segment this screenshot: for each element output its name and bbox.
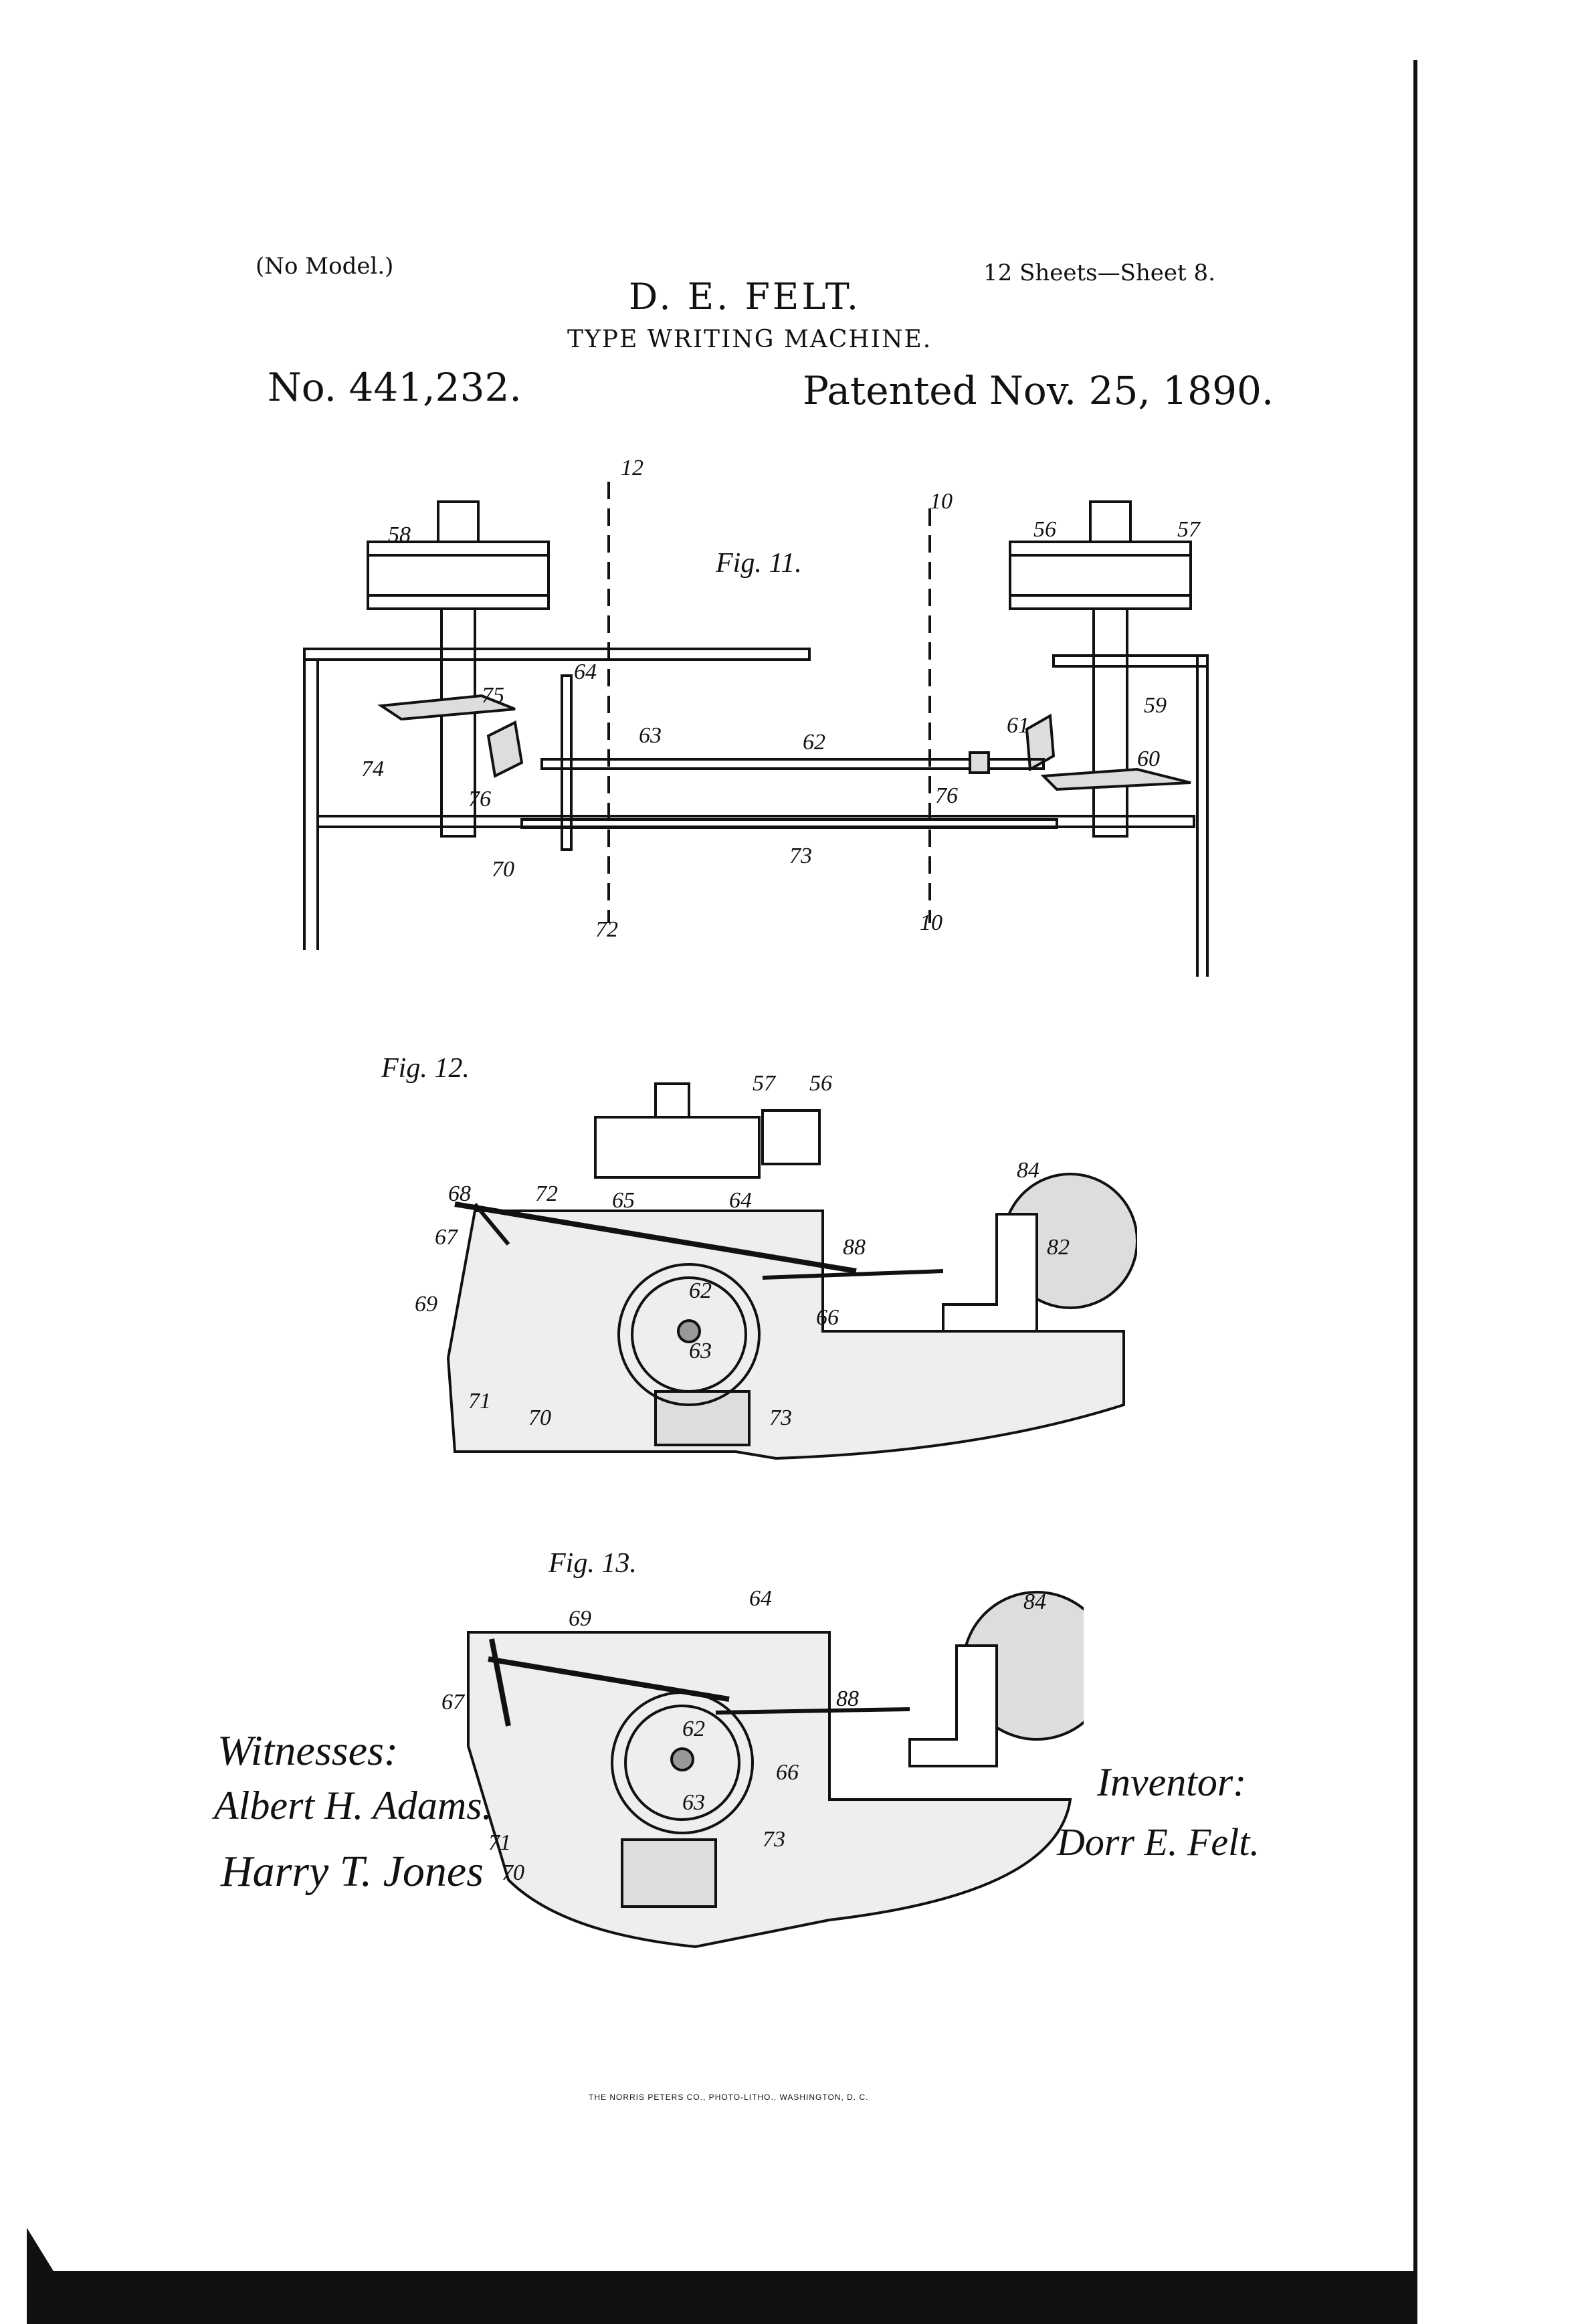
fig-11-caption: Fig. 11. <box>715 548 802 579</box>
fig13-label-4: 67 <box>441 1690 466 1715</box>
inventor-name: D. E. FELT. <box>629 276 862 318</box>
fig11-label-17: 73 <box>789 844 812 868</box>
fig12-label-14: 63 <box>689 1339 712 1363</box>
fig12-label-15: 71 <box>468 1389 491 1414</box>
figure-11-drawing: Fig. 11. 12 10 58 56 57 64 75 63 62 61 5… <box>303 456 1209 977</box>
fig12-label-1: 57 <box>753 1071 777 1096</box>
fig11-label-11: 59 <box>1144 693 1167 718</box>
fig13-label-6: 62 <box>682 1717 705 1741</box>
figure-12-drawing: Fig. 12. 57 56 84 68 72 65 64 82 67 88 6… <box>381 1053 1137 1460</box>
bottom-border-band <box>27 2271 1417 2324</box>
fig11-label-10: 61 <box>1007 713 1029 738</box>
witness-2-signature: Harry T. Jones <box>221 1847 484 1896</box>
fig12-label-11: 69 <box>415 1292 437 1317</box>
fig13-label-9: 73 <box>763 1827 785 1852</box>
patent-date: Patented Nov. 25, 1890. <box>803 368 1274 413</box>
fig11-label-7: 75 <box>482 683 504 708</box>
model-note: (No Model.) <box>256 253 394 280</box>
fig11-label-5: 57 <box>1177 517 1201 542</box>
fig13-label-8: 63 <box>682 1790 705 1815</box>
fig12-label-10: 88 <box>843 1235 866 1260</box>
fig11-label-3: 58 <box>388 522 411 547</box>
fig-13-caption: Fig. 13. <box>548 1548 637 1579</box>
fig13-label-10: 71 <box>488 1830 511 1855</box>
fig12-label-5: 72 <box>535 1181 558 1206</box>
inventor-signature: Dorr E. Felt. <box>1057 1820 1260 1864</box>
fig12-label-8: 82 <box>1047 1235 1070 1260</box>
fig11-label-13: 76 <box>468 787 491 811</box>
fig13-label-1: 64 <box>749 1586 772 1611</box>
fig11-label-15: 60 <box>1137 747 1160 771</box>
fig12-label-3: 84 <box>1017 1158 1039 1183</box>
fig11-label-2: 10 <box>930 489 953 514</box>
fig12-label-2: 56 <box>809 1071 832 1096</box>
fig12-label-4: 68 <box>448 1181 471 1206</box>
fig13-label-5: 88 <box>836 1686 859 1711</box>
fig-12-caption: Fig. 12. <box>381 1053 470 1084</box>
fig11-label-6: 64 <box>574 660 597 684</box>
fig12-label-9: 67 <box>435 1225 459 1250</box>
fig12-label-6: 65 <box>612 1188 635 1213</box>
figure-13-drawing: Fig. 13. 64 84 69 67 88 62 66 63 73 71 7… <box>441 1548 1084 1949</box>
fig11-label-18: 72 <box>595 917 618 942</box>
fig12-label-13: 66 <box>816 1305 839 1330</box>
witnesses-heading: Witnesses: <box>217 1727 399 1774</box>
fig13-label-3: 69 <box>569 1606 591 1631</box>
corner-shadow <box>27 2228 54 2271</box>
fig12-label-12: 62 <box>689 1278 712 1303</box>
footer-imprint: THE NORRIS PETERS CO., PHOTO-LITHO., WAS… <box>589 2093 869 2102</box>
fig12-label-17: 73 <box>769 1406 792 1430</box>
inventor-heading: Inventor: <box>1097 1760 1247 1804</box>
fig11-label-19: 10 <box>920 910 942 935</box>
fig13-label-7: 66 <box>776 1760 799 1785</box>
fig11-label-1: 12 <box>621 456 643 480</box>
witness-1-signature: Albert H. Adams. <box>214 1783 492 1828</box>
sheets-note: 12 Sheets—Sheet 8. <box>983 260 1215 286</box>
fig12-label-7: 64 <box>729 1188 752 1213</box>
right-border-line <box>1413 60 1417 2324</box>
fig11-label-12: 74 <box>361 757 384 781</box>
fig11-label-16: 70 <box>492 857 514 882</box>
fig13-label-11: 70 <box>502 1860 524 1885</box>
fig11-label-8: 63 <box>639 723 662 748</box>
fig11-label-4: 56 <box>1033 517 1056 542</box>
patent-number: No. 441,232. <box>268 365 522 410</box>
fig11-label-9: 62 <box>803 730 825 755</box>
fig13-label-2: 84 <box>1023 1589 1046 1614</box>
invention-title: TYPE WRITING MACHINE. <box>567 326 932 353</box>
fig12-label-16: 70 <box>528 1406 551 1430</box>
fig11-label-14: 76 <box>935 783 958 808</box>
